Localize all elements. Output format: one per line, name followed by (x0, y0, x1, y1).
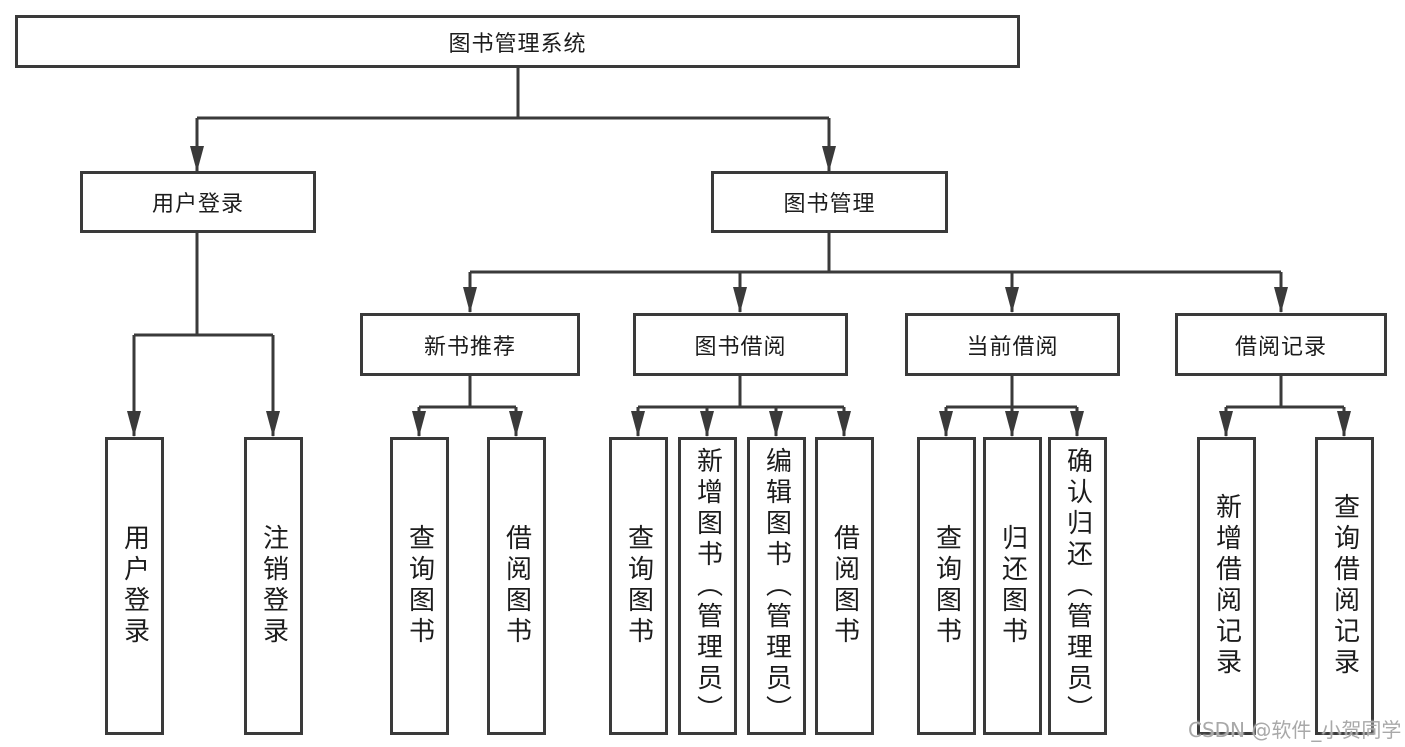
leaf-label: 注销登录 (258, 524, 289, 648)
node-book-management: 图书管理 (711, 171, 948, 233)
arrowhead-icon (412, 411, 426, 437)
leaf-add-books-admin: 新增图书（管理员） (678, 437, 737, 735)
arrowhead-icon (837, 411, 851, 437)
arrowhead-icon (769, 411, 783, 437)
connector-newbook-to-leaves (412, 376, 523, 437)
arrowhead-icon (190, 146, 204, 172)
leaf-label: 归还图书 (997, 524, 1028, 648)
leaf-borrow-books-borrow: 借阅图书 (815, 437, 874, 735)
csdn-watermark: CSDN @软件_小贺同学 (1188, 718, 1402, 742)
leaf-label: 查询图书 (931, 524, 962, 648)
leaf-label: 查询图书 (404, 524, 435, 648)
leaf-label: 借阅图书 (829, 524, 860, 648)
node-current-borrow: 当前借阅 (905, 313, 1120, 376)
node-root: 图书管理系统 (15, 15, 1020, 68)
leaf-borrow-books-newbook: 借阅图书 (487, 437, 546, 735)
leaf-query-books-current: 查询图书 (917, 437, 976, 735)
leaf-return-books: 归还图书 (983, 437, 1042, 735)
connector-borrow-to-leaves (631, 376, 851, 437)
node-user-login: 用户登录 (80, 171, 316, 233)
arrowhead-icon (127, 411, 141, 437)
leaf-add-borrow-record: 新增借阅记录 (1197, 437, 1256, 735)
leaf-label: 查询借阅记录 (1329, 493, 1360, 679)
leaf-label: 编辑图书（管理员） (761, 446, 792, 726)
connector-userlogin-to-leaves (127, 233, 280, 437)
connector-bookmgmt-to-level3 (463, 233, 1288, 313)
leaf-query-books-borrow: 查询图书 (609, 437, 668, 735)
arrowhead-icon (463, 287, 477, 313)
leaf-label: 查询图书 (623, 524, 654, 648)
arrowhead-icon (1005, 287, 1019, 313)
leaf-user-login: 用户登录 (105, 437, 164, 735)
connector-root-to-level2 (190, 68, 836, 172)
leaf-label: 新增图书（管理员） (692, 446, 723, 726)
arrowhead-icon (1005, 411, 1019, 437)
connector-records-to-leaves (1219, 376, 1351, 437)
arrowhead-icon (1337, 411, 1351, 437)
arrowhead-icon (1070, 411, 1084, 437)
leaf-label: 新增借阅记录 (1211, 493, 1242, 679)
leaf-edit-books-admin: 编辑图书（管理员） (747, 437, 806, 735)
leaf-query-borrow-record: 查询借阅记录 (1315, 437, 1374, 735)
node-new-book-recommend: 新书推荐 (360, 313, 580, 376)
connector-current-to-leaves (939, 376, 1084, 437)
node-book-borrow: 图书借阅 (633, 313, 848, 376)
node-borrow-records: 借阅记录 (1175, 313, 1387, 376)
arrowhead-icon (1219, 411, 1233, 437)
leaf-logout: 注销登录 (244, 437, 303, 735)
arrowhead-icon (631, 411, 645, 437)
leaf-query-books-newbook: 查询图书 (390, 437, 449, 735)
leaf-label: 借阅图书 (501, 524, 532, 648)
leaf-label: 用户登录 (119, 524, 150, 648)
arrowhead-icon (509, 411, 523, 437)
leaf-label: 确认归还（管理员） (1062, 446, 1093, 726)
arrowhead-icon (822, 146, 836, 172)
arrowhead-icon (939, 411, 953, 437)
leaf-confirm-return-admin: 确认归还（管理员） (1048, 437, 1107, 735)
arrowhead-icon (733, 287, 747, 313)
arrowhead-icon (1274, 287, 1288, 313)
arrowhead-icon (266, 411, 280, 437)
arrowhead-icon (700, 411, 714, 437)
